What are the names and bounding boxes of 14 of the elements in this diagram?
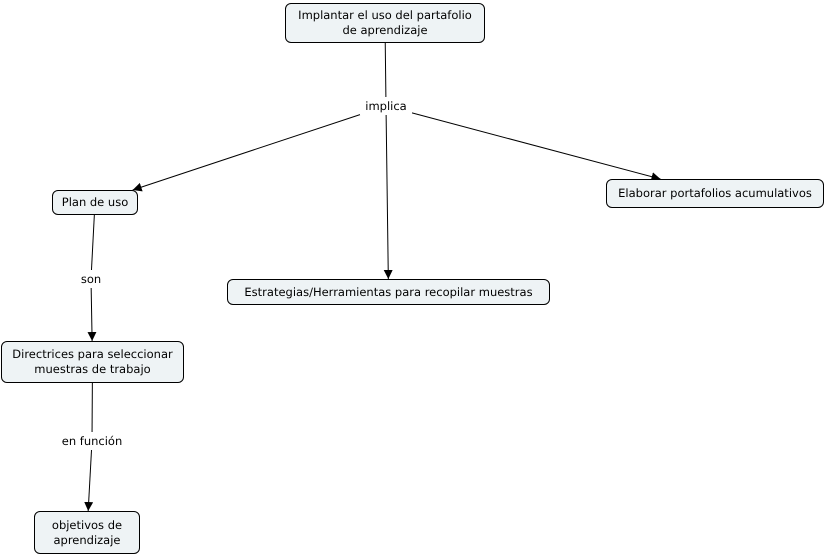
connector-line	[92, 382, 93, 432]
concept-box: Estrategias/Herramientas para recopilar muestras	[227, 279, 550, 305]
connector-line	[412, 112, 661, 182]
concept-box: Directrices para seleccionar muestras de trabajo	[1, 341, 184, 383]
connector-line	[132, 114, 360, 192]
connector-line	[87, 288, 96, 342]
concept-box: objetivos de aprendizaje	[34, 511, 140, 554]
concept-box: Implantar el uso del partafolio de aprendizaje	[285, 3, 485, 43]
concept-box: Plan de uso	[52, 190, 138, 215]
connector-line	[384, 114, 393, 280]
connector-line	[84, 450, 94, 512]
connector-line	[384, 42, 386, 98]
concept-box: Elaborar portafolios acumulativos	[606, 179, 824, 208]
connector-line	[90, 214, 95, 270]
